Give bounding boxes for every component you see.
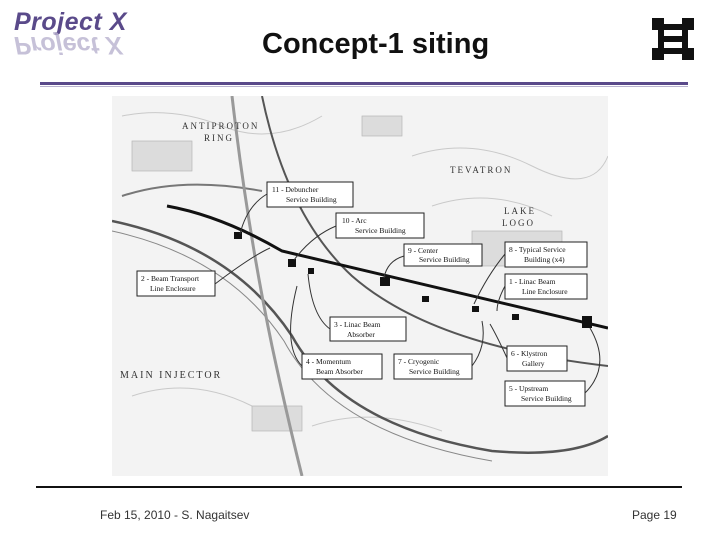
callout-9-title: 9 - Center <box>408 246 438 255</box>
callout-11-title: 11 - Debuncher <box>272 185 319 194</box>
callout-7-title: 7 - Cryogenic <box>398 357 440 366</box>
callout-6-title: 6 - Klystron <box>511 349 547 358</box>
footer-divider <box>36 486 682 488</box>
callout-6-sub: Gallery <box>522 359 545 368</box>
callout-5-title: 5 - Upstream <box>509 384 548 393</box>
callout-10-sub: Service Building <box>355 226 406 235</box>
fermilab-logo-icon <box>652 18 694 60</box>
header-divider <box>40 82 688 85</box>
siting-map: ANTIPROTON RING TEVATRON LAKE LOGO MAIN … <box>112 96 608 476</box>
callout-8-sub: Building (x4) <box>524 255 565 264</box>
label-antiproton: ANTIPROTON <box>182 121 259 131</box>
logo-text: Project X <box>14 8 127 36</box>
callout-4-title: 4 - Momentum <box>306 357 351 366</box>
callout-3-title: 3 - Linac Beam <box>334 320 381 329</box>
label-main-injector: MAIN INJECTOR <box>120 370 222 381</box>
page-number: Page 19 <box>632 508 677 522</box>
slide-title: Concept-1 siting <box>262 28 490 60</box>
label-tevatron: TEVATRON <box>450 165 512 175</box>
callout-10-title: 10 - Arc <box>342 216 367 225</box>
project-x-logo: Project X Project X <box>14 8 144 59</box>
callout-5-sub: Service Building <box>521 394 572 403</box>
callout-1-title: 1 - Linac Beam <box>509 277 556 286</box>
footer-date-author: Feb 15, 2010 - S. Nagaitsev <box>100 508 250 522</box>
header-divider-light <box>40 86 688 87</box>
callout-9-sub: Service Building <box>419 255 470 264</box>
label-lake: LAKE <box>504 206 536 216</box>
callout-1-sub: Line Enclosure <box>522 287 568 296</box>
label-logo: LOGO <box>502 218 535 228</box>
callout-2-title: 2 - Beam Transport <box>141 274 200 283</box>
callout-4-sub: Beam Absorber <box>316 367 363 376</box>
callout-8-title: 8 - Typical Service <box>509 245 566 254</box>
callout-2-sub: Line Enclosure <box>150 284 196 293</box>
logo-reflection: Project X <box>14 31 123 59</box>
label-ring: RING <box>204 133 234 143</box>
callout-11-sub: Service Building <box>286 195 337 204</box>
callout-3-sub: Absorber <box>347 330 375 339</box>
callout-7-sub: Service Building <box>409 367 460 376</box>
